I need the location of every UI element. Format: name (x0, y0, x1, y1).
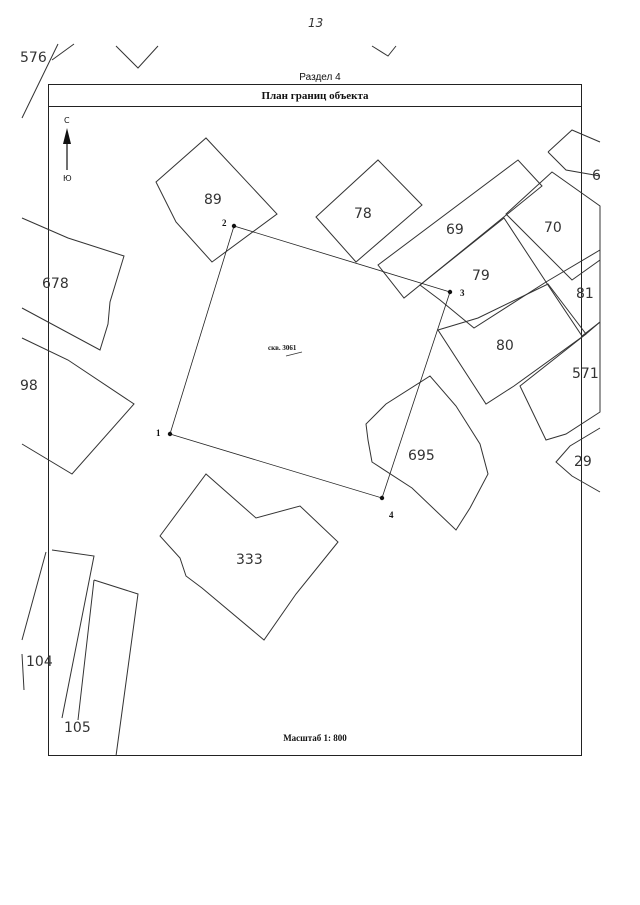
parcel-edge-top-b (371, 45, 397, 57)
parcel-79-label: 79 (472, 268, 490, 284)
parcel-79 (419, 217, 547, 329)
parcel-81-label: 81 (576, 286, 594, 302)
parcel-80-label: 80 (496, 338, 514, 354)
parcel-98 (21, 337, 135, 475)
parcel-571 (519, 320, 601, 441)
north-label: С (64, 116, 70, 125)
parcel-576-label: 576 (20, 50, 47, 66)
parcel-576-boundary (21, 43, 75, 119)
parcel-89 (155, 137, 278, 263)
page-number: 13 (308, 16, 324, 30)
scale-label: Масштаб 1: 800 (283, 733, 347, 743)
parcel-78-label: 78 (354, 206, 372, 222)
parcel-571-label: 571 (572, 366, 599, 382)
vertex-1-label: 1 (156, 428, 161, 438)
vertex-4-point (379, 495, 385, 501)
parcel-edge-top-a (115, 45, 159, 69)
parcel-69 (377, 159, 543, 299)
title-divider (48, 106, 582, 107)
vertex-2-point (231, 223, 237, 229)
parcel-104 (21, 549, 95, 719)
parcel-333-label: 333 (236, 552, 263, 568)
vertex-4-label: 4 (389, 510, 394, 520)
parcel-333 (159, 473, 339, 641)
parcel-105 (77, 579, 139, 757)
parcel-695-label: 695 (408, 448, 435, 464)
object-label: скв. 3061 (268, 344, 297, 352)
vertex-3-label: 3 (460, 288, 465, 298)
parcel-70-label: 70 (544, 220, 562, 236)
object-label-underline (285, 351, 303, 357)
parcel-70 (505, 171, 601, 281)
north-arrow-icon (63, 128, 71, 170)
parcel-678 (21, 217, 125, 351)
vertex-2-label: 2 (222, 218, 227, 228)
map-title: План границ объекта (261, 90, 369, 102)
parcel-98-label: 98 (20, 378, 38, 394)
parcel-69-label: 69 (446, 222, 464, 238)
parcel-695 (365, 375, 489, 531)
parcel-6 (547, 129, 601, 177)
parcel-78 (315, 159, 423, 263)
parcel-104-label: 104 (26, 654, 53, 670)
vertex-3-point (447, 289, 453, 295)
parcel-678-label: 678 (42, 276, 69, 292)
parcel-29 (555, 427, 601, 493)
south-label: Ю (63, 174, 72, 183)
parcel-105-label: 105 (64, 720, 91, 736)
parcel-29-label: 29 (574, 454, 592, 470)
section-label: Раздел 4 (299, 72, 341, 83)
map-frame (48, 84, 582, 756)
parcel-89-label: 89 (204, 192, 222, 208)
vertex-1-point (167, 431, 173, 437)
parcel-6-label: 6 (592, 168, 601, 184)
